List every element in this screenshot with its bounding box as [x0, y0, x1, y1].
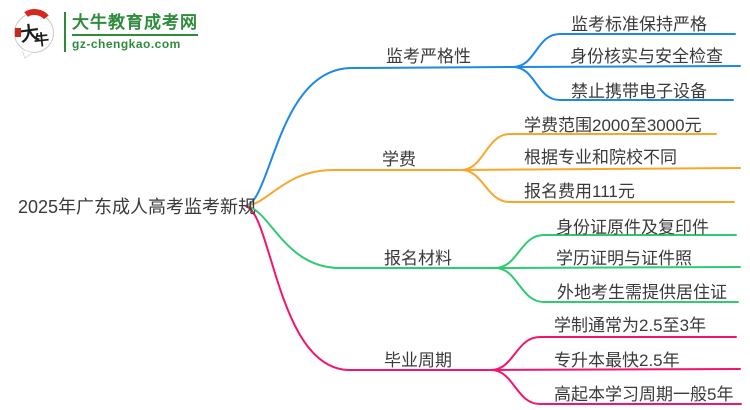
site-logo[interactable]: 大 牛 大牛教育成考网 gz-chengkao.com [12, 6, 198, 60]
logo-divider [64, 12, 66, 52]
branch-lines-supervision [245, 33, 741, 207]
leaf-label: 学制通常为2.5至3年 [554, 316, 707, 335]
branch-lines-materials [245, 205, 741, 303]
leaf-label: 学历证明与证件照 [556, 249, 692, 268]
leaf-label: 根据专业和院校不同 [524, 148, 677, 167]
leaf-label: 专升本最快2.5年 [554, 351, 680, 370]
branch-label-tuition: 学费 [382, 150, 416, 169]
branch-lines-tuition [245, 133, 741, 207]
logo-bubble-icon: 大 牛 [12, 6, 56, 60]
leaf-label: 身份核实与安全检查 [570, 47, 723, 66]
red-seal-mark [15, 28, 21, 37]
leaf-label: 高起本学习周期一般5年 [554, 385, 734, 404]
site-name: 大牛教育成考网 [72, 13, 198, 32]
branch-label-supervision: 监考严格性 [386, 47, 471, 66]
leaf-label: 监考标准保持严格 [571, 15, 707, 34]
leaf-label: 禁止携带电子设备 [571, 82, 707, 101]
leaf-label: 外地考生需提供居住证 [557, 283, 727, 302]
leaf-label: 报名费用111元 [524, 182, 635, 201]
root-topic: 2025年广东成人高考监考新规 [18, 197, 257, 217]
leaf-label: 身份证原件及复印件 [556, 218, 709, 237]
logo-rule [72, 34, 198, 36]
branch-label-graduation: 毕业周期 [384, 351, 452, 370]
branch-label-materials: 报名材料 [384, 249, 452, 268]
leaf-label: 学费范围2000至3000元 [524, 116, 702, 135]
branch-lines-graduation [245, 205, 742, 405]
site-url: gz-chengkao.com [72, 37, 181, 51]
